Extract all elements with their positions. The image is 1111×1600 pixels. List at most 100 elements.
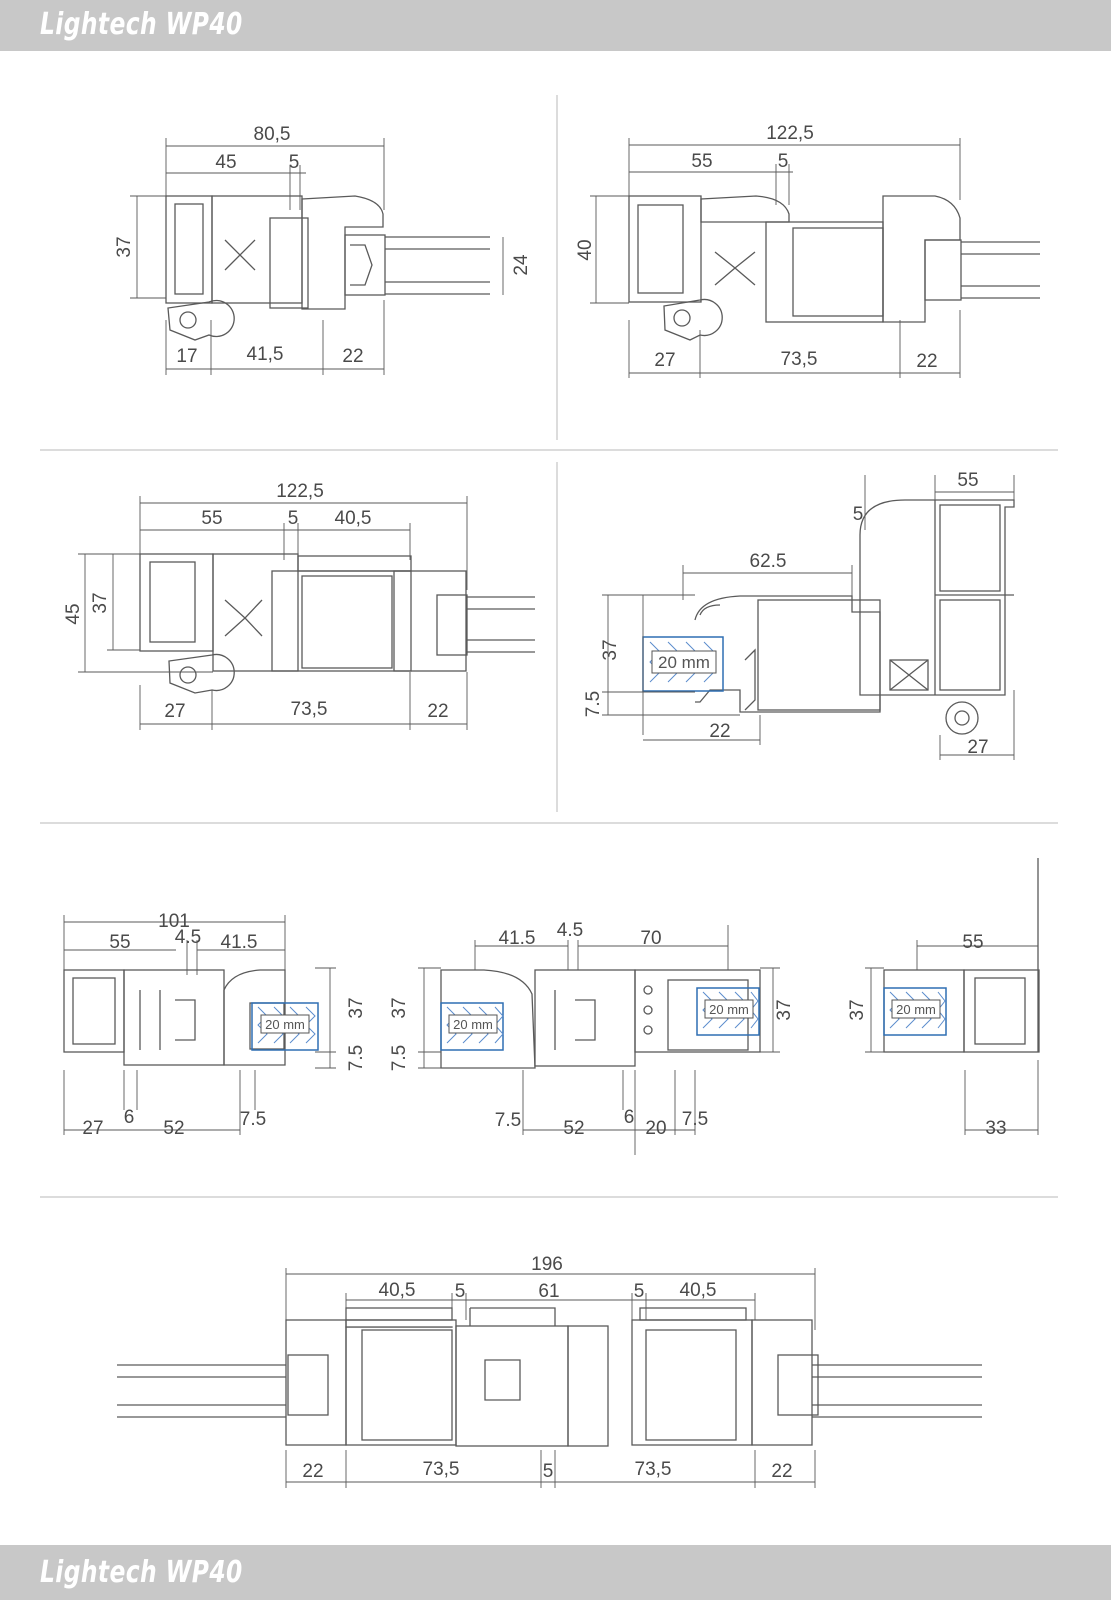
- header-band: Lightech WP40: [0, 0, 1111, 51]
- dim-label: 22: [427, 701, 448, 722]
- section-5: 20 mm 101 55 4.5 41.5 37: [63, 911, 367, 1139]
- dimension-labels: 41.5 4.5 70 37 7.5 37 7.5 52 6 20 7.5: [389, 920, 795, 1139]
- section-1: 80,5 45 5 37 24 17 41,5 22: [114, 124, 532, 375]
- section-8: 196 40,5 5 61 5 40,5 22 73,5 5 73,5 22: [117, 1254, 982, 1488]
- dim-label: 41,5: [247, 344, 284, 365]
- dim-label: 4.5: [175, 927, 201, 948]
- dim-label: 5: [288, 508, 299, 529]
- dim-label: 5: [634, 1281, 645, 1302]
- dim-label: 73,5: [291, 699, 328, 720]
- dim-label: 52: [163, 1118, 184, 1139]
- dim-label: 22: [771, 1461, 792, 1482]
- dim-label: 4.5: [557, 920, 583, 941]
- insulation-label: 20 mm: [709, 1002, 749, 1017]
- insulation-block: 20 mm: [696, 987, 760, 1036]
- dimension-labels: 196 40,5 5 61 5 40,5 22 73,5 5 73,5 22: [302, 1254, 792, 1482]
- dim-label: 7.5: [495, 1110, 521, 1131]
- profile-shape: [165, 195, 490, 341]
- dim-label: 6: [624, 1107, 635, 1128]
- dim-label: 61: [538, 1281, 559, 1302]
- dim-label: 45: [63, 603, 84, 624]
- dim-label: 70: [640, 928, 661, 949]
- dim-label: 5: [455, 1281, 466, 1302]
- dim-label: 7.5: [389, 1045, 410, 1071]
- dimension-labels: 55 5 62.5 37 7.5 22 27: [583, 470, 989, 758]
- dim-label: 22: [709, 721, 730, 742]
- profile-shape: [694, 499, 1015, 735]
- footer-band: Lightech WP40: [0, 1545, 1111, 1600]
- insulation-block: 20 mm: [883, 987, 947, 1036]
- dim-label: 5: [543, 1461, 554, 1482]
- dim-label: 101: [158, 911, 190, 932]
- dim-label: 37: [600, 639, 621, 660]
- dim-label: 122,5: [766, 123, 814, 144]
- dimension-lines: [418, 925, 780, 1155]
- dim-label: 55: [962, 932, 983, 953]
- dim-label: 196: [531, 1254, 563, 1275]
- section-3: 122,5 55 5 40,5 45 37 27 73,5 22: [63, 481, 535, 730]
- profile-shape: [628, 195, 1040, 341]
- dim-label: 7.5: [583, 691, 604, 717]
- dim-label: 17: [176, 346, 197, 367]
- dim-label: 7.5: [240, 1109, 266, 1130]
- dim-label: 40: [575, 239, 596, 260]
- dim-label: 55: [109, 932, 130, 953]
- dim-label: 73,5: [635, 1459, 672, 1480]
- section-2: 122,5 55 5 40 27 73,5 22: [575, 123, 1040, 378]
- dim-label: 40,5: [335, 508, 372, 529]
- dim-label: 37: [847, 999, 868, 1020]
- footer-title: Lightech WP40: [40, 1555, 243, 1590]
- dim-label: 6: [124, 1107, 135, 1128]
- dim-label: 37: [90, 592, 111, 613]
- dimension-labels: 101 55 4.5 41.5 37 7.5 27 6 52 7.5: [82, 911, 367, 1139]
- dim-label: 5: [853, 504, 864, 525]
- dim-label: 55: [957, 470, 978, 491]
- dim-label: 37: [774, 999, 795, 1020]
- dim-label: 40,5: [379, 1280, 416, 1301]
- dim-label: 37: [114, 236, 135, 257]
- dim-label: 40,5: [680, 1280, 717, 1301]
- dividers: [40, 95, 1058, 1198]
- dim-label: 52: [563, 1118, 584, 1139]
- insulation-label: 20 mm: [265, 1017, 305, 1032]
- dim-label: 62.5: [750, 551, 787, 572]
- dim-label: 20: [645, 1118, 666, 1139]
- dim-label: 55: [201, 508, 222, 529]
- dim-label: 37: [346, 997, 367, 1018]
- section-4: 20 mm 55 5 62.5 37 7.5 22: [583, 470, 1015, 760]
- dim-label: 7.5: [346, 1045, 367, 1071]
- dim-label: 73,5: [781, 349, 818, 370]
- dim-label: 73,5: [423, 1459, 460, 1480]
- dimension-lines: [602, 475, 1015, 760]
- dimension-lines: [78, 496, 468, 730]
- dim-label: 45: [215, 152, 236, 173]
- dim-label: 7.5: [682, 1109, 708, 1130]
- header-title: Lightech WP40: [40, 7, 243, 42]
- gasket-detail: [889, 659, 929, 691]
- insulation-block: 20 mm: [251, 1002, 319, 1051]
- dimension-labels: 122,5 55 5 40,5 45 37 27 73,5 22: [63, 481, 449, 722]
- dimension-lines: [130, 138, 504, 375]
- insulation-label: 20 mm: [896, 1002, 936, 1017]
- dimension-labels: 55 37 33: [847, 932, 1007, 1139]
- profile-shape: [883, 858, 1040, 1053]
- section-7: 20 mm 55 37 33: [847, 858, 1040, 1139]
- dim-label: 24: [511, 254, 532, 276]
- profile-shape: [117, 1307, 982, 1447]
- insulation-label: 20 mm: [453, 1017, 493, 1032]
- dimension-labels: 80,5 45 5 37 24 17 41,5 22: [114, 124, 532, 367]
- dim-label: 5: [778, 151, 789, 172]
- insulation-block: 20 mm: [642, 636, 724, 692]
- dim-label: 27: [967, 737, 988, 758]
- dim-label: 27: [654, 350, 675, 371]
- dim-label: 41.5: [221, 932, 258, 953]
- profile-shape: [139, 553, 535, 694]
- dim-label: 37: [389, 997, 410, 1018]
- dimension-lines: [285, 1268, 816, 1488]
- dimension-lines: [590, 138, 961, 378]
- dimension-labels: 122,5 55 5 40 27 73,5 22: [575, 123, 938, 372]
- section-6: 20 mm 20 mm: [389, 920, 795, 1155]
- dim-label: 122,5: [276, 481, 324, 502]
- dimension-lines: [63, 915, 336, 1135]
